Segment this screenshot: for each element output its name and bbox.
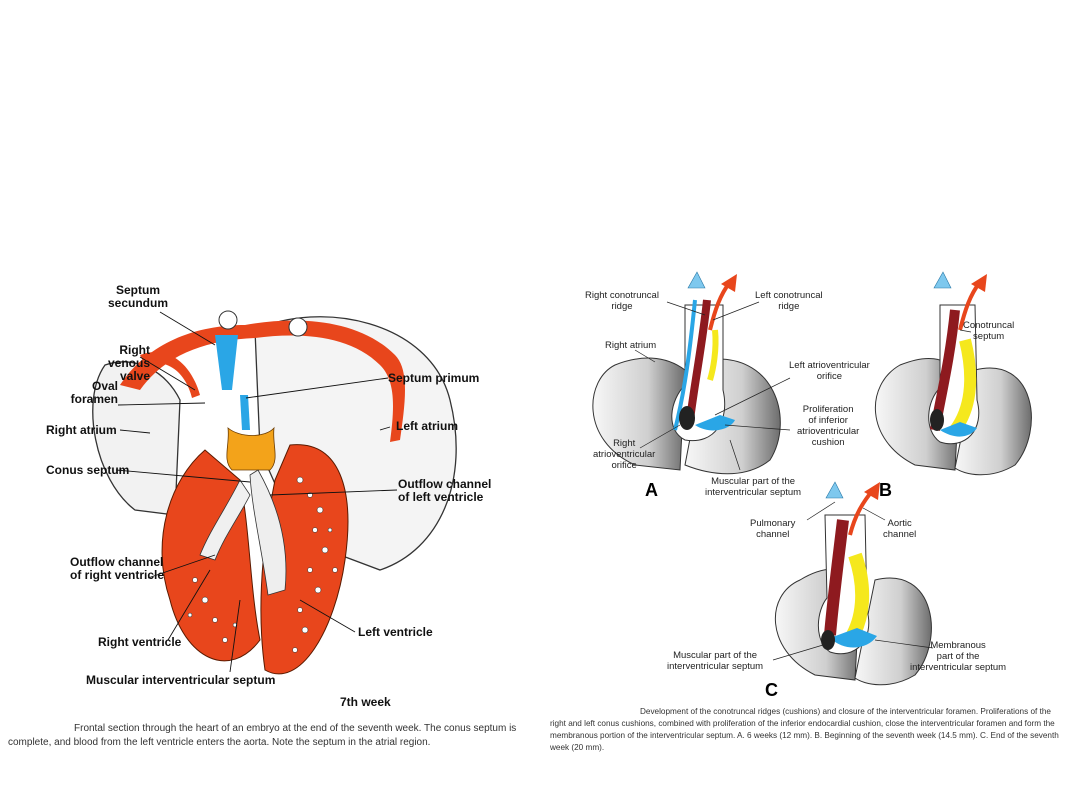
- conus-septum-orange: [226, 426, 276, 471]
- figure-c-right-lobe: [854, 577, 932, 686]
- figure-b: [874, 271, 1032, 476]
- figure-c-red-ridge: [824, 519, 849, 636]
- label-pulmonary-channel: Pulmonary channel: [750, 518, 796, 540]
- label-conotruncal-septum: Conotruncal septum: [963, 320, 1015, 342]
- figure-c-blue-membranous: [830, 628, 877, 648]
- figure-a-yellow-ridge: [707, 329, 719, 381]
- label-septum-secundum: Septum secundum: [108, 283, 169, 310]
- right-caption: Development of the conotruncal ridges (c…: [550, 707, 1059, 752]
- label-outflow-right-ventricle: Outflow channel of right ventricle: [70, 555, 165, 582]
- trabeculation-dots: [187, 476, 338, 653]
- right-venous-valve: [140, 351, 200, 398]
- label-conus-septum: Conus septum: [46, 463, 130, 477]
- figure-a: [592, 271, 781, 475]
- label-aortic-channel: Aortic channel: [883, 518, 917, 540]
- label-muscular-part-a: Muscular part of the interventricular se…: [705, 476, 802, 498]
- label-right-av-orifice: Right atrioventricular orifice: [593, 438, 656, 471]
- label-septum-primum: Septum primum: [388, 371, 480, 385]
- septum-primum: [240, 395, 250, 430]
- figure-a-blue-stream: [673, 299, 697, 431]
- label-outflow-left-ventricle: Outflow channel of left ventricle: [398, 477, 492, 504]
- label-left-conotruncal-ridge: Left conotruncal ridge: [755, 290, 823, 312]
- label-left-ventricle: Left ventricle: [358, 625, 433, 639]
- label-right-atrium-a: Right atrium: [605, 340, 657, 351]
- label-7th-week: 7th week: [340, 695, 391, 709]
- label-left-atrium: Left atrium: [396, 419, 459, 433]
- frontal-section-figure: Septum secundum Right venous valve Oval …: [0, 270, 540, 770]
- conotruncal-illustration: [592, 271, 1032, 686]
- septum-secundum-blue: [215, 335, 238, 390]
- figure-letter-a: A: [645, 480, 658, 500]
- label-right-conotruncal-ridge: Right conotruncal ridge: [585, 290, 659, 312]
- figure-letter-c: C: [765, 680, 778, 700]
- figure-a-left-lobe: [592, 357, 686, 471]
- label-right-atrium: Right atrium: [46, 423, 117, 437]
- label-proliferation-cushion: Proliferation of inferior atrioventricul…: [797, 404, 860, 448]
- label-oval-foramen: Oval foramen: [70, 379, 118, 406]
- label-right-venous-valve: Right venous valve: [107, 343, 150, 383]
- outflow-channel-left: [249, 469, 287, 596]
- heart-section-illustration: [92, 310, 457, 675]
- figure-c: [774, 481, 932, 686]
- left-caption: Frontal section through the heart of an …: [8, 723, 517, 748]
- left-leader-lines: [115, 311, 398, 673]
- figure-a-blue-cushion: [695, 415, 735, 431]
- figure-b-blue-cushion: [940, 422, 977, 437]
- conotruncal-development-figure: Right conotruncal ridge Left conotruncal…: [545, 270, 1080, 770]
- label-membranous-part: Membranous part of the interventricular …: [910, 640, 1007, 673]
- figure-letter-b: B: [879, 480, 892, 500]
- right-leader-lines: [634, 301, 972, 661]
- label-right-ventricle: Right ventricle: [98, 635, 182, 649]
- figure-a-red-ridge: [686, 299, 711, 421]
- label-left-av-orifice: Left atrioventricular orifice: [789, 360, 870, 382]
- label-muscular-interventricular-septum: Muscular interventricular septum: [86, 673, 276, 687]
- label-muscular-part-c: Muscular part of the interventricular se…: [667, 650, 764, 672]
